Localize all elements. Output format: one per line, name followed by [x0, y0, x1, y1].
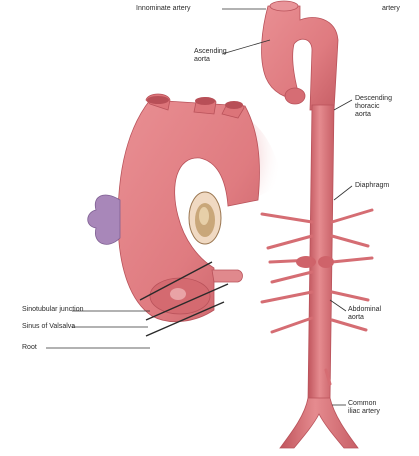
label-descending-thoracic-aorta: Descending thoracic aorta	[355, 95, 392, 119]
label-artery-right: artery	[382, 5, 400, 13]
label-common-iliac-artery: Common iliac artery	[348, 400, 380, 416]
label-diaphragm: Diaphragm	[355, 182, 389, 190]
label-ascending-aorta: Ascending aorta	[194, 48, 227, 64]
schematic-aorta	[262, 1, 372, 448]
label-sinus-of-valsalva: Sinus of Valsalva	[22, 323, 75, 331]
descending-trunk	[308, 105, 334, 400]
aortic-root-arch	[88, 94, 282, 336]
label-abdominal-aorta: Abdominal aorta	[348, 306, 381, 322]
label-sinotubular-junction: Sinotubular junction	[22, 306, 84, 314]
label-innominate-artery: Innominate artery	[136, 5, 190, 13]
label-root: Root	[22, 344, 37, 352]
iliac-bifurcation	[280, 398, 358, 448]
pulmonary-trunk	[88, 195, 120, 244]
